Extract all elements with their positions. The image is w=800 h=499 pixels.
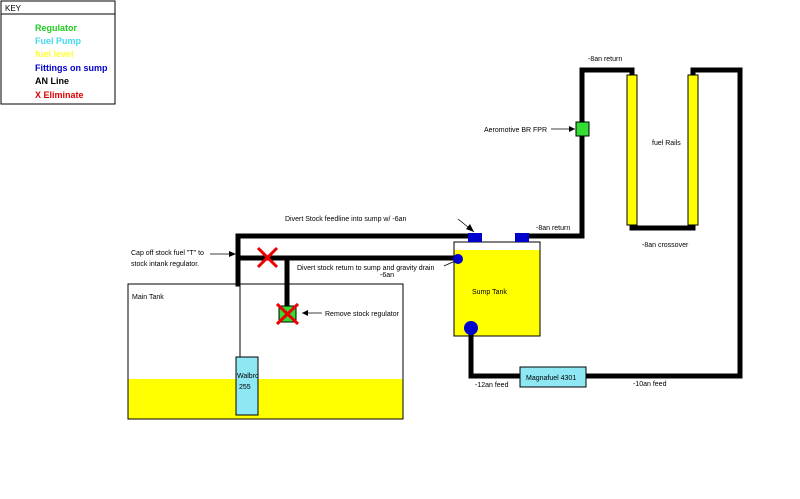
an8-return-top-label: -8an return bbox=[588, 56, 622, 63]
sump-fitting-outlet-icon bbox=[464, 321, 478, 335]
divert-return-label: Divert stock return to sump and gravity … bbox=[297, 265, 434, 272]
remove-regulator-label: Remove stock regulator bbox=[325, 311, 400, 318]
walbro-label-2: 255 bbox=[239, 384, 251, 391]
sump-tank: Sump Tank bbox=[453, 241, 541, 337]
sump-fitting-feed-icon bbox=[468, 233, 482, 242]
sump-feed-pipe bbox=[468, 327, 525, 379]
an8-crossover-label: -8an crossover bbox=[642, 242, 689, 249]
main-tank-label: Main Tank bbox=[132, 294, 164, 301]
feed-to-rail-pipe bbox=[583, 67, 743, 379]
eliminate-tee-icon bbox=[256, 246, 279, 269]
main-tank: Main Tank bbox=[127, 283, 404, 420]
an8-return-mid-label: -8an return bbox=[536, 225, 570, 232]
main-tank-fuel-level bbox=[128, 379, 403, 419]
return-to-fpr-pipe bbox=[517, 67, 635, 239]
key-legend: KEY Regulator Fuel Pump fuel level Fitti… bbox=[0, 0, 116, 105]
crossover-pipe bbox=[629, 219, 696, 231]
eliminate-regulator-icon bbox=[275, 302, 300, 326]
sump-fitting-drain-icon bbox=[453, 254, 463, 264]
fuel-rail-right bbox=[687, 74, 699, 226]
key-item-fittings: Fittings on sump bbox=[35, 63, 108, 73]
divert-feed-label: Divert Stock feedline into sump w/ -6an bbox=[285, 216, 406, 223]
key-item-fuel-pump: Fuel Pump bbox=[35, 36, 82, 46]
magnafuel-pump: Magnafuel 4301 bbox=[519, 366, 587, 388]
cap-off-label-2: stock intank regulator. bbox=[131, 261, 199, 268]
fuel-rails-label: fuel Rails bbox=[652, 140, 681, 147]
key-title: KEY bbox=[5, 4, 22, 13]
walbro-label-1: Walbro bbox=[237, 373, 259, 380]
key-item-eliminate: X Eliminate bbox=[35, 90, 84, 100]
divert-return-pointer bbox=[443, 260, 456, 267]
aeromotive-label: Aeromotive BR FPR bbox=[484, 127, 547, 134]
an12-feed-label: -12an feed bbox=[475, 382, 509, 389]
key-item-fuel-level: fuel level bbox=[35, 49, 74, 59]
an10-feed-label: -10an feed bbox=[633, 381, 667, 388]
an-lines bbox=[235, 67, 743, 379]
stock-feedline-pipe bbox=[235, 233, 479, 287]
cap-off-label-1: Cap off stock fuel "T" to bbox=[131, 250, 204, 257]
fuel-rail-left bbox=[626, 74, 638, 226]
an6-label: -6an bbox=[380, 272, 394, 279]
magnafuel-label: Magnafuel 4301 bbox=[526, 375, 576, 382]
aeromotive-regulator-icon bbox=[575, 121, 590, 137]
key-item-an-line: AN Line bbox=[35, 76, 69, 86]
sump-tank-label: Sump Tank bbox=[472, 289, 507, 296]
fuel-rails: fuel Rails bbox=[626, 74, 699, 226]
sump-fitting-return-icon bbox=[515, 233, 529, 242]
key-item-regulator: Regulator bbox=[35, 23, 78, 33]
walbro-pump: Walbro 255 bbox=[235, 356, 259, 416]
